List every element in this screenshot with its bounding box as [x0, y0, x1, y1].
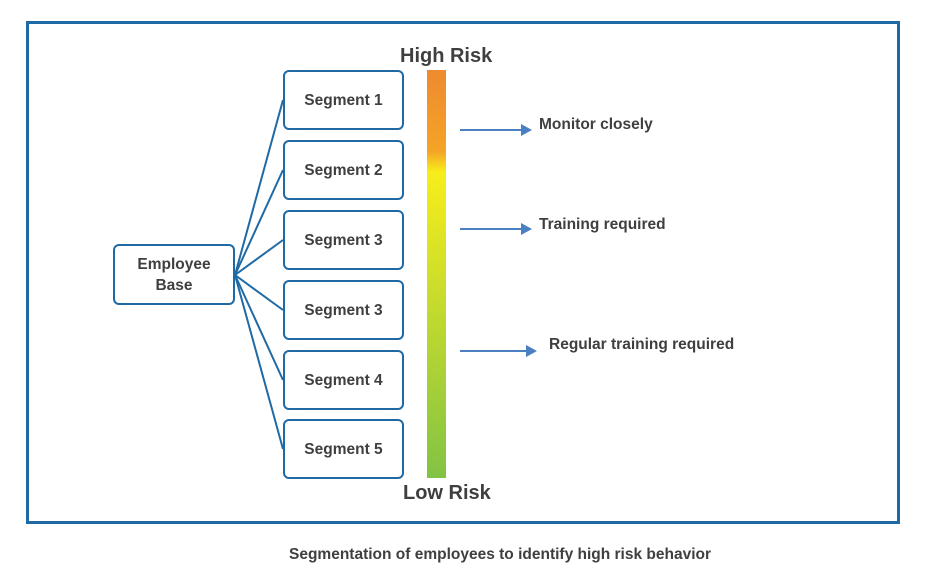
connector-segment-3b [234, 274, 284, 311]
segment-1-node: Segment 1 [283, 70, 404, 130]
connector-segment-5 [234, 274, 284, 450]
segment-3a-node: Segment 3 [283, 210, 404, 270]
connector-segment-3a [234, 239, 284, 276]
segment-2-node: Segment 2 [283, 140, 404, 200]
segment-3b-label: Segment 3 [304, 301, 383, 319]
employee-base-label-line2: Base [155, 276, 193, 294]
segment-3b-node: Segment 3 [283, 280, 404, 340]
low-risk-label: Low Risk [403, 482, 491, 504]
employee-base-node: Employee Base [113, 244, 235, 305]
arrow-regular-training [460, 345, 537, 357]
segment-4-node: Segment 4 [283, 350, 404, 410]
segment-5-label: Segment 5 [304, 440, 383, 458]
connector-segment-4 [234, 274, 284, 381]
employee-base-label-line1: Employee [137, 255, 211, 273]
arrow-training [460, 223, 532, 235]
segment-3a-label: Segment 3 [304, 231, 383, 249]
action-training-required: Training required [539, 216, 666, 233]
arrow-monitor [460, 124, 532, 136]
connector-segment-2 [234, 169, 284, 276]
figure-caption: Segmentation of employees to identify hi… [288, 546, 712, 563]
risk-gradient-bar [427, 70, 446, 478]
action-regular-training-required: Regular training required [549, 336, 735, 353]
segment-2-label: Segment 2 [304, 161, 383, 179]
diagram-frame [26, 21, 900, 524]
connector-segment-1 [234, 99, 284, 276]
segment-4-label: Segment 4 [304, 371, 383, 389]
action-monitor-closely: Monitor closely [539, 116, 653, 133]
segment-5-node: Segment 5 [283, 419, 404, 479]
segment-1-label: Segment 1 [304, 91, 383, 109]
high-risk-label: High Risk [400, 45, 493, 67]
